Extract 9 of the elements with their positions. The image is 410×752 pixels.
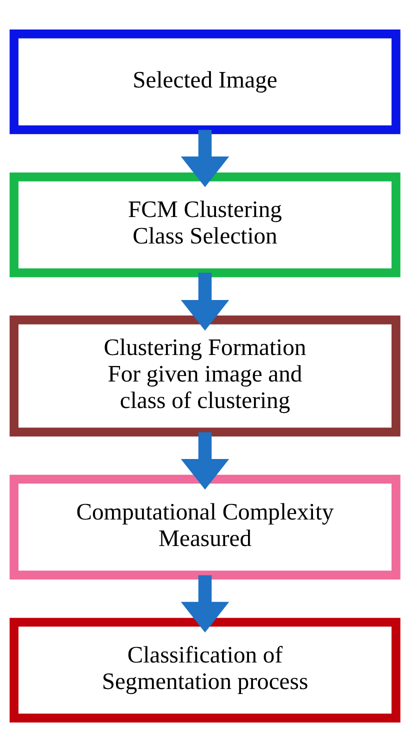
arrow [180,130,230,188]
node-box: Clustering Formation For given image and class of clustering [10,316,400,436]
node-box: Classification of Segmentation process [10,618,400,723]
node-box: Selected Image [10,29,400,134]
arrow [180,432,230,490]
arrow [180,272,230,331]
arrow [180,575,230,632]
node-box: FCM Clustering Class Selection [10,172,400,278]
node-box: Computational Complexity Measured [10,474,400,580]
